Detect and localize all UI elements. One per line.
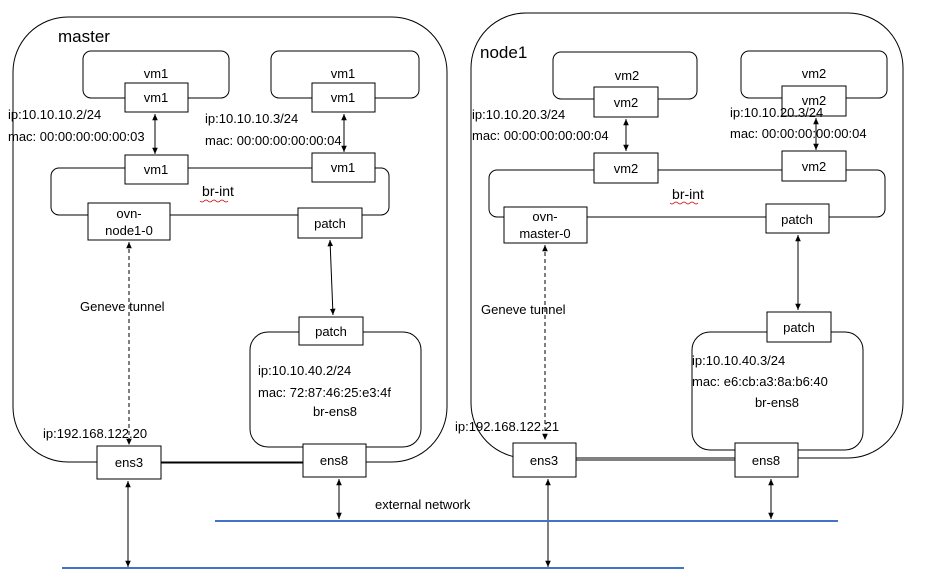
master-tunnel-port	[87, 202, 171, 241]
node1-geneve-tunnel-label: Geneve tunnel	[481, 302, 566, 317]
node1-tunnel-port-line1: ovn-	[532, 209, 557, 224]
node1-vm2-right-iface-label: vm2	[802, 93, 827, 108]
node1-patch-ext-port	[766, 311, 832, 343]
master-geneve-tunnel-label: Geneve tunnel	[80, 299, 165, 314]
master-patch-ext-port	[298, 316, 364, 346]
master-vm1-right-iface-label: vm1	[331, 90, 356, 105]
master-patch-link	[327, 239, 336, 316]
node1-vm2-right-ip: ip:10.10.20.3/24	[730, 105, 823, 120]
master-br-int-label: br-int	[202, 183, 234, 199]
master-vm1-left-port-label: vm1	[144, 162, 169, 177]
master-vm1-left-mac: mac: 00:00:00:00:00:03	[8, 129, 145, 144]
master-patch-int-label: patch	[314, 216, 346, 231]
node1-ens3-nic	[512, 442, 577, 478]
master-vm1-right-iface	[311, 82, 376, 113]
node1-vm2-right-iface	[781, 85, 847, 117]
master-br-int-spellcheck	[199, 199, 229, 203]
master-host-ip: ip:192.168.122.20	[43, 426, 147, 441]
master-vm1-left-iface-label: vm1	[144, 90, 169, 105]
node1-ext-bridge-label: br-ens8	[755, 395, 799, 410]
node1-vm2-left-mac: mac: 00:00:00:00:00:04	[472, 128, 609, 143]
node1-ens3-label: ens3	[530, 453, 558, 468]
node1-tunnel-port-line2: master-0	[519, 226, 570, 241]
node1-vm2-left-instance-label: vm2	[615, 68, 640, 83]
external-network-label: external network	[375, 497, 471, 512]
master-vm1-right-mac: mac: 00:00:00:00:00:04	[205, 133, 342, 148]
master-ext-mac: mac: 72:87:46:25:e3:4f	[258, 385, 391, 400]
node1-br-int-spellcheck	[669, 201, 699, 205]
master-host-container	[12, 16, 448, 463]
node1-vm2-right-mac: mac: 00:00:00:00:00:04	[730, 126, 867, 141]
master-tunnel-port-line2: node1-0	[105, 223, 153, 238]
master-vm1-right-port-label: vm1	[331, 160, 356, 175]
node1-vm2-left-ip: ip:10.10.20.3/24	[472, 107, 565, 122]
master-title: master	[58, 27, 110, 46]
node1-vm2-left-port	[593, 152, 659, 184]
node1-tunnel-port	[503, 206, 588, 244]
master-vm1-right-ip: ip:10.10.10.3/24	[205, 111, 298, 126]
node1-vm2-left-iface-label: vm2	[614, 95, 639, 110]
node1-vm2-right-port-label: vm2	[802, 159, 827, 174]
master-vm1-left-port	[124, 154, 189, 185]
master-vm1-left-iface	[124, 82, 189, 113]
master-ext-bridge-label: br-ens8	[313, 404, 357, 419]
node1-patch-int-port	[765, 203, 830, 234]
master-patch-int-port	[297, 207, 363, 239]
node1-host-ip: ip:192.168.122.21	[455, 419, 559, 434]
master-vm1-left-instance-label: vm1	[144, 66, 169, 81]
node1-title: node1	[480, 43, 527, 62]
master-vm1-right-port	[311, 152, 376, 183]
node1-ens8-label: ens8	[752, 453, 780, 468]
node1-vm2-left-port-label: vm2	[614, 161, 639, 176]
node1-host-container	[470, 12, 904, 459]
master-ens3-label: ens3	[115, 455, 143, 470]
master-vm1-right-instance-label: vm1	[331, 66, 356, 81]
master-patch-ext-label: patch	[315, 324, 347, 339]
master-ens3-nic	[96, 445, 162, 480]
master-vm1-left-ip: ip:10.10.10.2/24	[8, 107, 101, 122]
node1-ext-ip: ip:10.10.40.3/24	[692, 353, 785, 368]
node1-patch-ext-label: patch	[783, 320, 815, 335]
node1-vm2-right-port	[781, 150, 847, 182]
node1-br-int-label: br-int	[672, 186, 704, 202]
node1-ext-mac: mac: e6:cb:a3:8a:b6:40	[692, 374, 828, 389]
node1-vm2-left-iface	[593, 86, 659, 118]
node1-br-ens8	[691, 331, 864, 451]
master-tunnel-port-line1: ovn-	[116, 206, 141, 221]
master-ens8-label: ens8	[320, 453, 348, 468]
master-ens8-nic	[302, 443, 367, 478]
master-ext-ip: ip:10.10.40.2/24	[258, 363, 351, 378]
node1-vm2-right-instance-label: vm2	[802, 66, 827, 81]
node1-patch-int-label: patch	[781, 212, 813, 227]
node1-ens8-nic	[734, 442, 799, 478]
